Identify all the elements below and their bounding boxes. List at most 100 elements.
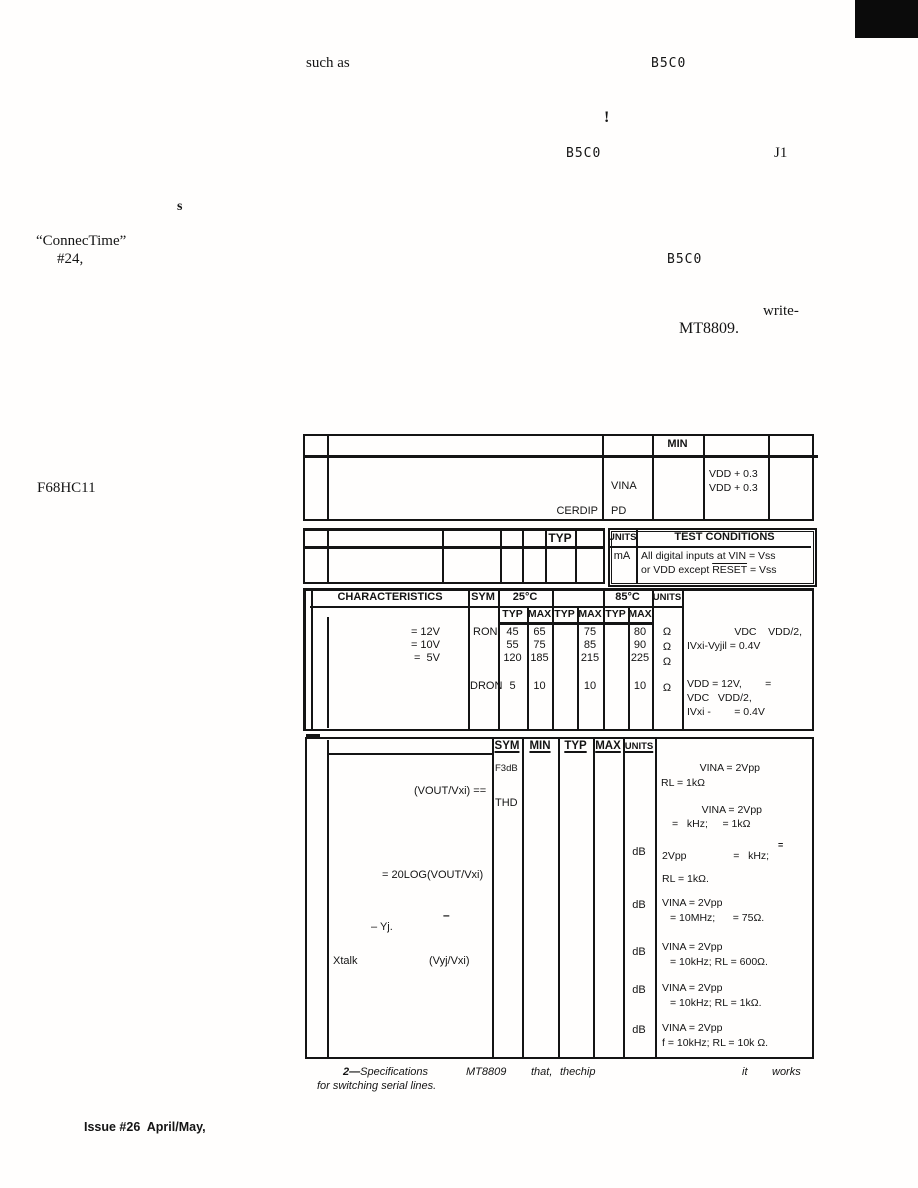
- figure-marker-dash: [306, 734, 320, 739]
- t2-condition-line2: or VDD except RESET = Vss: [641, 564, 777, 576]
- t3-val: 80: [633, 626, 647, 638]
- t3-val: 10: [583, 680, 597, 692]
- t2-condition-line1: All digital inputs at VIN = Vss: [641, 550, 776, 562]
- grid-line: [545, 528, 547, 584]
- grid-line: [655, 737, 657, 1059]
- grid-line: [703, 434, 705, 521]
- t3-sym-ron: RON: [473, 626, 498, 638]
- grid-line: [812, 737, 814, 1059]
- t3-val: 85: [583, 639, 597, 651]
- t4-header-sym: SYM: [492, 740, 522, 754]
- body-text-f68hc11: F68HC11: [37, 480, 96, 496]
- t3-subheader-typ3: TYP: [605, 608, 626, 620]
- t3-cond2-line2: VDC VDD/2,: [687, 692, 752, 704]
- t3-subheader-typ2: TYP: [554, 608, 575, 620]
- figure-caption-it: it: [742, 1066, 748, 1078]
- t3-header-sym: SYM: [471, 591, 495, 603]
- body-text-connectime: “ConnecTime”: [36, 233, 127, 249]
- t2-condition-reset: RESET: [712, 564, 748, 576]
- grid-line: [500, 528, 502, 584]
- grid-line: [652, 434, 654, 521]
- t4-left-yj: – Yj.: [371, 921, 393, 933]
- t4-cond-r4-line2: = 10MHz; = 75Ω.: [670, 912, 765, 924]
- grid-line: [303, 455, 818, 458]
- t3-val: 5: [509, 680, 516, 692]
- page-footer-issue: Issue #26 April/May,: [84, 1120, 206, 1134]
- t4-cond-r3-line2: RL = 1kΩ.: [662, 873, 709, 885]
- t3-unit-ohm: Ω: [662, 682, 672, 694]
- t4-header-typ: TYP: [558, 740, 593, 754]
- t4-unit-db: dB: [632, 1024, 646, 1036]
- t4-header-units-label: UNITS: [624, 741, 654, 752]
- t4-cond-r2-line2: = kHz; = 1kΩ: [672, 818, 751, 830]
- grid-line: [603, 588, 605, 730]
- t1-header-min: MIN: [667, 438, 688, 450]
- t2-test-conditions-box-inner: [611, 531, 814, 584]
- t3-val: 185: [530, 652, 549, 664]
- t1-value-vdd-a: VDD + 0.3: [709, 468, 758, 480]
- t1-cell-cerdip: CERDIP: [556, 505, 598, 517]
- t3-cond1-line1: VDC VDD/2,: [734, 626, 802, 638]
- t4-header-min-label: MIN: [529, 740, 551, 752]
- t4-cond-r4-line1: VINA = 2Vpp: [662, 897, 723, 909]
- grid-line: [768, 434, 770, 521]
- t3-header-85c: 85°C: [615, 591, 640, 603]
- t4-cond-r6-line1: VINA = 2Vpp: [662, 982, 723, 994]
- t4-cond-r6-line2: = 10kHz; RL = 1kΩ.: [670, 997, 762, 1009]
- t4-left-xtalk: Xtalk: [333, 955, 358, 967]
- body-text-such-as: such as: [306, 55, 350, 71]
- grid-line: [303, 528, 605, 531]
- t2-unit-ma: mA: [613, 550, 631, 562]
- t4-header-units: UNITS: [623, 741, 655, 752]
- body-text-b5c0-1: B5C0: [651, 56, 687, 71]
- grid-line: [468, 588, 470, 730]
- body-text-b5c0-3: B5C0: [667, 252, 703, 267]
- t3-val: 75: [533, 639, 546, 651]
- t4-cond-r7-line2: f = 10kHz; RL = 10k Ω.: [662, 1037, 769, 1049]
- t4-cond-r3-line1: 2Vpp = kHz;: [662, 850, 770, 862]
- body-text-s: s: [177, 199, 183, 214]
- t3-val: 65: [533, 626, 546, 638]
- t2-condition-line2a: or VDD except: [641, 564, 713, 576]
- t3-header-characteristics: CHARACTERISTICS: [337, 591, 443, 603]
- grid-line: [522, 737, 524, 1059]
- t3-subheader-typ1: TYP: [502, 608, 523, 620]
- grid-line: [310, 606, 684, 608]
- t4-header-min: MIN: [522, 740, 558, 754]
- grid-line: [303, 588, 306, 730]
- grid-line: [305, 737, 307, 1059]
- t3-val: 90: [633, 639, 647, 651]
- t4-left-vyj: (Vyj/Vxi): [429, 955, 470, 967]
- t4-unit-db: dB: [632, 899, 646, 911]
- grid-line: [303, 434, 305, 521]
- t3-header-units: UNITS: [652, 592, 682, 603]
- grid-line: [593, 737, 595, 1059]
- body-text-b5c0-2: B5C0: [566, 146, 602, 161]
- t4-header-max-label: MAX: [595, 740, 621, 752]
- t2-header-typ: TYP: [548, 531, 572, 545]
- t3-val: 55: [506, 639, 519, 651]
- grid-line: [575, 528, 577, 584]
- t4-cond-r1-line1: VINA = 2Vpp: [699, 762, 760, 774]
- t1-sym-pd: PD: [611, 505, 627, 517]
- grid-line: [327, 528, 329, 584]
- grid-line: [498, 622, 654, 625]
- figure-caption-works: works: [772, 1066, 801, 1078]
- t4-cond-r3-sup: =: [778, 840, 784, 850]
- body-text-exclamation: !: [604, 109, 610, 126]
- t3-row-label-10v: = 10V: [410, 639, 440, 651]
- figure-caption-title: Specifications: [360, 1066, 428, 1078]
- t4-left-20log: = 20LOG(VOUT/Vxi): [382, 869, 484, 881]
- t1-value-vdd-b: VDD + 0.3: [709, 482, 758, 494]
- t3-val: 215: [580, 652, 600, 664]
- grid-line: [623, 737, 625, 1059]
- grid-line: [327, 740, 329, 1057]
- grid-line: [527, 607, 529, 730]
- t1-sym-vina: VINA: [611, 480, 637, 492]
- grid-line: [303, 434, 814, 436]
- grid-line: [303, 546, 605, 549]
- t4-cond-r5-line1: VINA = 2Vpp: [662, 941, 723, 953]
- figure-caption-mt8809: MT8809: [466, 1066, 507, 1078]
- grid-line: [812, 588, 814, 730]
